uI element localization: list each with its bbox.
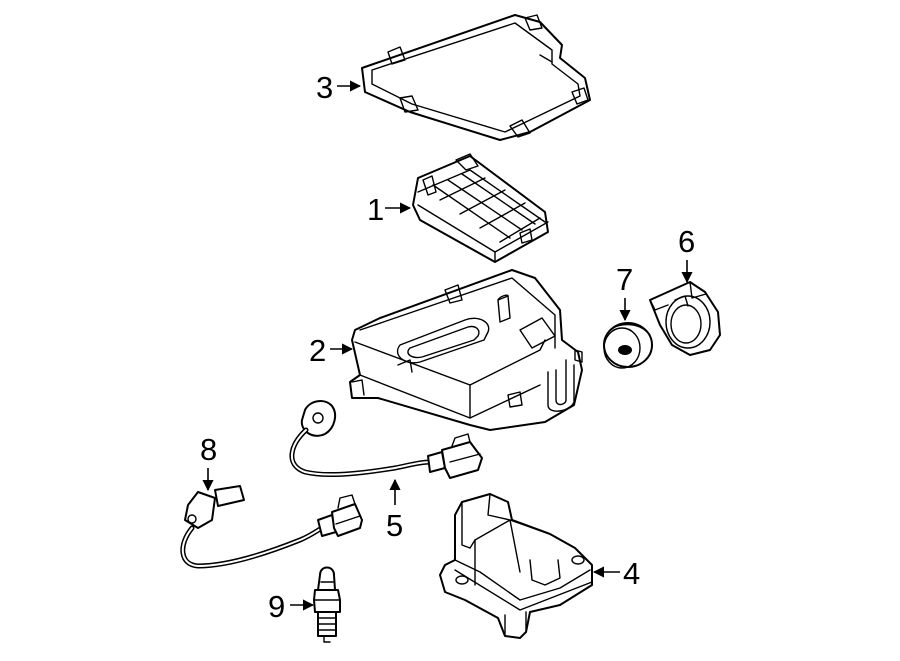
part-6-bracket — [649, 281, 721, 356]
part-4-ignition-module — [439, 493, 593, 639]
callout-9: 9 — [268, 589, 315, 624]
part-9-spark-plug — [313, 566, 341, 643]
callout-1: 1 — [367, 192, 412, 227]
callout-6: 6 — [678, 224, 695, 284]
callout-8-label: 7 — [616, 262, 633, 297]
part-8-grommet — [603, 322, 653, 369]
callout-3: 3 — [316, 70, 362, 105]
callout-5: 5 — [386, 478, 403, 543]
part-2-module-housing — [349, 269, 583, 431]
part-7-sensor-cable — [180, 485, 363, 569]
callout-1-label: 1 — [367, 192, 384, 227]
callout-4: 4 — [592, 556, 640, 591]
callout-8: 7 — [616, 262, 633, 322]
callout-5-label: 5 — [386, 508, 403, 543]
callout-2-label: 2 — [309, 333, 326, 368]
callout-7-label: 8 — [200, 432, 217, 467]
part-1-control-module — [412, 153, 549, 263]
callout-9-label: 9 — [268, 589, 285, 624]
callout-4-label: 4 — [623, 556, 640, 591]
callout-2: 2 — [309, 333, 354, 368]
part-5-sensor-cable — [289, 400, 483, 479]
part-3-module-cover — [361, 14, 591, 141]
callout-7: 8 — [200, 432, 217, 492]
callout-6-label: 6 — [678, 224, 695, 259]
callout-3-label: 3 — [316, 70, 333, 105]
